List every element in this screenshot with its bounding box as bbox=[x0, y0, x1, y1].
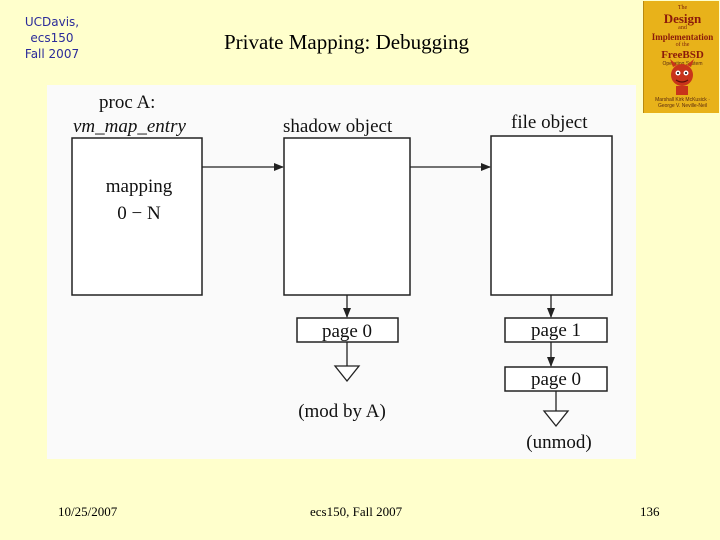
book-title-implementation: Implementation bbox=[651, 32, 714, 42]
diagram-panel: proc A: vm_map_entry shadow object file … bbox=[47, 85, 636, 459]
course-term: Fall 2007 bbox=[24, 47, 80, 61]
footer-date: 10/25/2007 bbox=[58, 504, 118, 519]
file-chain-end-icon bbox=[542, 410, 570, 428]
file-object-label: file object bbox=[511, 112, 588, 133]
mapping-range-label: 0 − N bbox=[117, 203, 161, 224]
book-cover-image: The Design and Implementation of the Fre… bbox=[643, 1, 719, 113]
shadow-chain-end-icon bbox=[333, 365, 361, 383]
vm-map-entry-box bbox=[71, 137, 203, 296]
course-header: UCDavis, ecs150 Fall 2007 bbox=[4, 14, 100, 62]
book-title-design: Design bbox=[663, 11, 702, 26]
shadow-object-label: shadow object bbox=[283, 116, 393, 137]
shadow-object-box bbox=[283, 137, 411, 296]
book-authors: Marshall Kirk McKusick · George V. Nevil… bbox=[655, 97, 710, 109]
vm-map-entry-label: vm_map_entry bbox=[73, 116, 186, 137]
course-name: UCDavis, ecs150 bbox=[24, 15, 80, 45]
book-title-of-the: of the bbox=[675, 42, 690, 48]
private-mapping-diagram: proc A: vm_map_entry shadow object file … bbox=[71, 92, 613, 453]
daemon-mascot-icon bbox=[670, 59, 694, 95]
mod-by-a-note: (mod by A) bbox=[298, 401, 386, 422]
unmod-note: (unmod) bbox=[526, 432, 591, 453]
footer-course: ecs150, Fall 2007 bbox=[310, 504, 403, 519]
book-title-and: and bbox=[678, 25, 687, 31]
proc-label: proc A: bbox=[99, 92, 155, 113]
mapping-label: mapping bbox=[106, 176, 173, 197]
footer-page-number: 136 bbox=[640, 504, 660, 519]
shadow-page-box bbox=[296, 317, 399, 343]
file-object-box bbox=[490, 135, 613, 296]
book-title-os: Operating System bbox=[662, 61, 703, 67]
slide-title: Private Mapping: Debugging bbox=[224, 30, 469, 54]
file-page1-label: page 1 bbox=[531, 320, 581, 341]
book-title-article: The bbox=[677, 5, 688, 11]
file-page0-label: page 0 bbox=[531, 369, 581, 390]
book-title-freebsd: FreeBSD bbox=[661, 49, 704, 61]
shadow-page-label: page 0 bbox=[322, 321, 372, 342]
file-page1-box bbox=[504, 317, 608, 343]
